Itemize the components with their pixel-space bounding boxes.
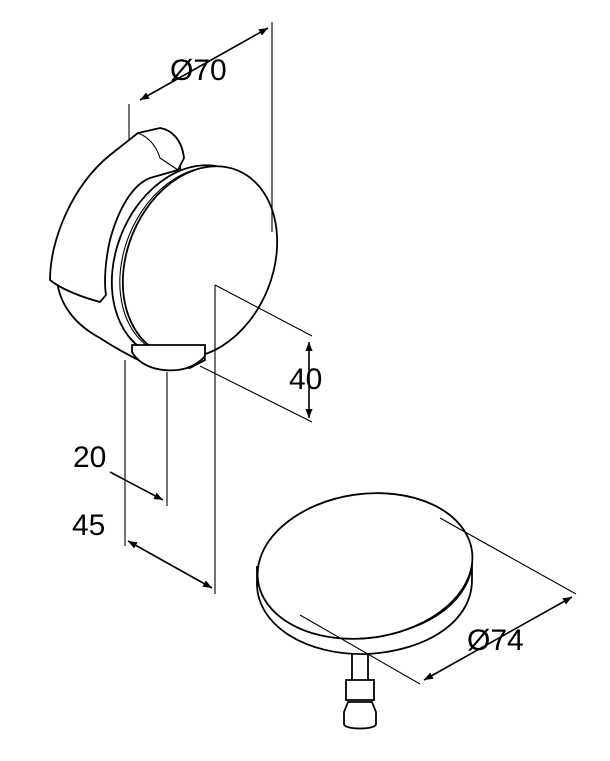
- cap-top: [256, 492, 474, 640]
- cap-stem-collar: [345, 679, 375, 701]
- dim-cap-diameter: Ø74: [299, 517, 577, 685]
- dim-overflow-diameter: Ø70: [128, 22, 273, 232]
- overflow-fitting: [49, 127, 279, 372]
- cap-stem-foot: [343, 701, 377, 730]
- dim-total-depth: 45: [72, 285, 216, 594]
- overflow-lever-tip: [137, 132, 179, 171]
- overflow-lever: [49, 127, 185, 304]
- dim-stem-depth: 20: [73, 360, 168, 546]
- dim-projection-height: 40: [199, 284, 322, 423]
- dim-projection-height-label: 40: [289, 363, 322, 396]
- dim-cap-diameter-label: Ø74: [467, 624, 524, 657]
- dim-overflow-diameter-label: Ø70: [170, 54, 227, 87]
- dim-total-depth-label: 45: [72, 509, 105, 542]
- overflow-outlet: [131, 344, 206, 372]
- waste-cap: [256, 492, 474, 730]
- dim-stem-depth-label: 20: [73, 441, 106, 474]
